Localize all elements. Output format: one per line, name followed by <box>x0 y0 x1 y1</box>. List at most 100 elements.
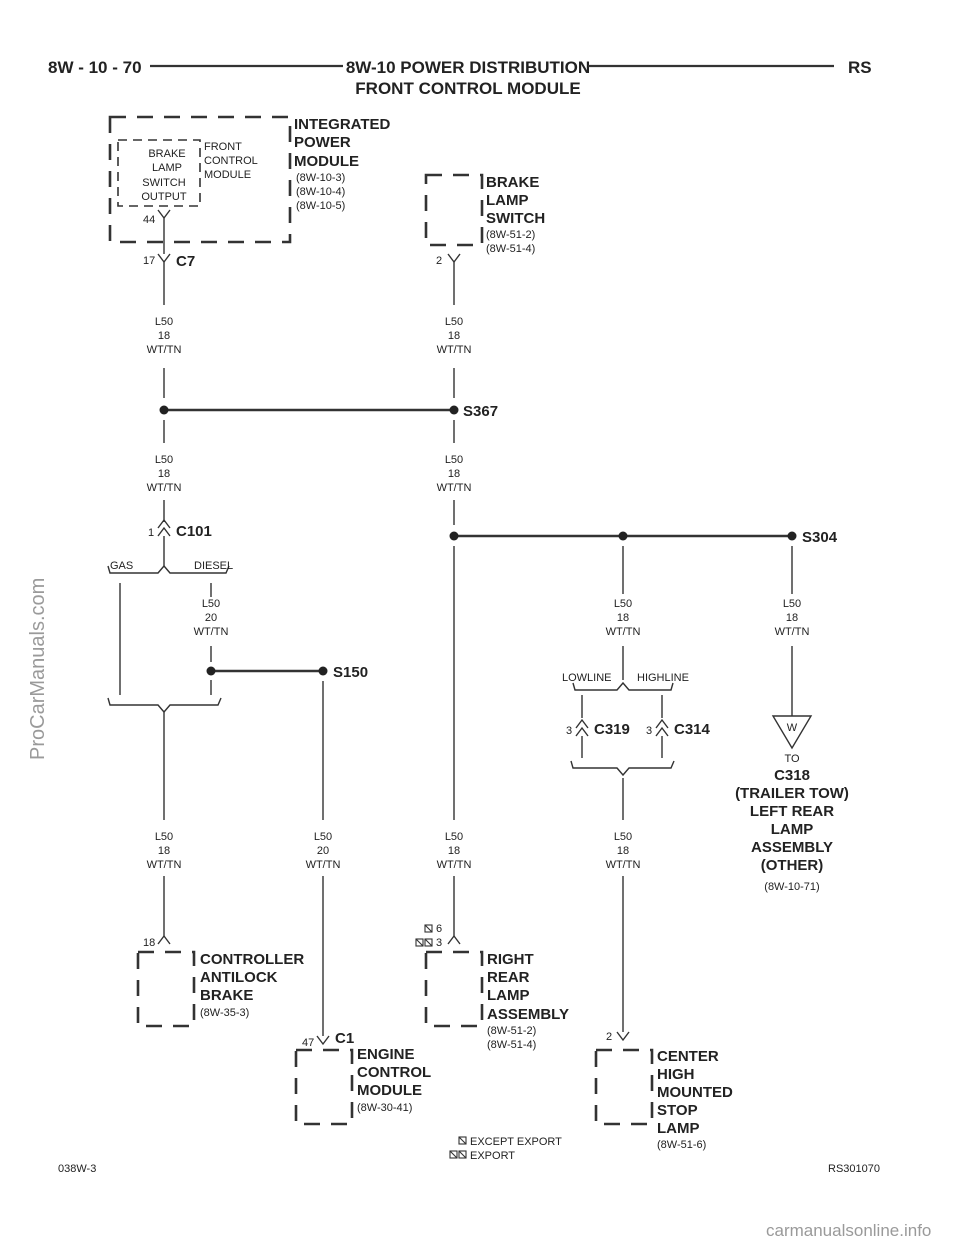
ecm-name-line2: CONTROL <box>357 1064 431 1081</box>
gas-diesel-bracket-bottom <box>107 697 222 714</box>
option-gas: GAS <box>110 560 133 572</box>
s150-node-right <box>318 666 328 676</box>
footer-right-code: RS301070 <box>828 1163 880 1175</box>
c1-connector-symbol <box>316 1035 330 1046</box>
chmsl-name-line1: CENTER <box>657 1048 719 1065</box>
c319-connector-upper <box>575 718 589 729</box>
chmsl-name-line4: STOP <box>657 1102 698 1119</box>
option-highline: HIGHLINE <box>637 672 689 684</box>
c101-connector-lower <box>157 526 171 537</box>
cab-ref: (8W-35-3) <box>200 1007 249 1019</box>
c101-pin: 1 <box>148 527 154 539</box>
fcm-pin-terminal <box>157 209 171 220</box>
trailer-line4: LAMP <box>771 821 814 838</box>
wire8-gauge: 18 <box>448 845 460 857</box>
wire7-color: WT/TN <box>147 859 182 871</box>
wire4-color: WT/TN <box>437 482 472 494</box>
c7-pin: 17 <box>143 255 155 267</box>
wire2-gauge: 18 <box>448 330 460 342</box>
s367-node-left <box>159 405 169 415</box>
bls-output-line1: BRAKE <box>148 148 185 160</box>
wire11-gauge: 18 <box>786 612 798 624</box>
c319-label: C319 <box>594 721 630 738</box>
legend-except-export: EXCEPT EXPORT <box>470 1136 562 1148</box>
rrl-name-line3: LAMP <box>487 987 530 1004</box>
s150-node-left <box>206 666 216 676</box>
trailer-line2: (TRAILER TOW) <box>735 785 849 802</box>
ipm-name-line2: POWER <box>294 134 351 151</box>
page-title: 8W-10 POWER DISTRIBUTION <box>346 58 590 77</box>
c314-connector-upper <box>655 718 669 729</box>
wire4-gauge: 18 <box>448 468 460 480</box>
cab-pin: 18 <box>143 937 155 949</box>
cab-connector-symbol <box>157 934 171 945</box>
s304-node-right <box>787 531 797 541</box>
fcm-label-line2: CONTROL <box>204 155 258 167</box>
wire5-circuit: L50 <box>202 598 220 610</box>
bls-name-line1: BRAKE <box>486 174 539 191</box>
footer-left-code: 038W-3 <box>58 1163 96 1175</box>
lowline-highline-bracket-top <box>572 681 674 691</box>
cab-name-line3: BRAKE <box>200 987 253 1004</box>
wire1-circuit: L50 <box>155 316 173 328</box>
chmsl-name-line2: HIGH <box>657 1066 695 1083</box>
chmsl-outline <box>594 1048 654 1126</box>
chmsl-name-line3: MOUNTED <box>657 1084 733 1101</box>
bls-output-line4: OUTPUT <box>141 191 187 203</box>
legend-marker-export <box>449 1150 467 1159</box>
bls-ref-1: (8W-51-2) <box>486 229 535 241</box>
trailer-flag-triangle <box>771 715 813 750</box>
s304-node-left <box>449 531 459 541</box>
c314-pin: 3 <box>646 725 652 737</box>
rrl-pin-except-export: 6 <box>436 923 442 935</box>
page-subtitle: FRONT CONTROL MODULE <box>355 79 580 98</box>
ecm-name-line1: ENGINE <box>357 1046 415 1063</box>
legend-export: EXPORT <box>470 1150 515 1162</box>
bls-output-line3: SWITCH <box>142 177 185 189</box>
option-lowline: LOWLINE <box>562 672 612 684</box>
ipm-name-line3: MODULE <box>294 153 359 170</box>
rrl-pin-export: 3 <box>436 937 442 949</box>
rrl-ref-1: (8W-51-2) <box>487 1025 536 1037</box>
trailer-flag-letter: W <box>787 722 798 734</box>
chmsl-name-line5: LAMP <box>657 1120 700 1137</box>
rrl-name-line4: ASSEMBLY <box>487 1006 569 1023</box>
wire11-circuit: L50 <box>783 598 801 610</box>
trailer-line5: ASSEMBLY <box>751 839 833 856</box>
ecm-outline <box>294 1048 354 1126</box>
wire4-circuit: L50 <box>445 454 463 466</box>
legend-marker-except-export <box>458 1136 467 1145</box>
rrl-pin-markers <box>415 924 433 947</box>
bls-pin: 2 <box>436 255 442 267</box>
watermark-left: ProCarManuals.com <box>27 578 49 760</box>
bls-ref-2: (8W-51-4) <box>486 243 535 255</box>
wire5-gauge: 20 <box>205 612 217 624</box>
c314-connector-lower <box>655 726 669 737</box>
wire9-gauge: 20 <box>317 845 329 857</box>
option-diesel: DIESEL <box>194 560 233 572</box>
wire10-circuit: L50 <box>614 831 632 843</box>
wire2-color: WT/TN <box>437 344 472 356</box>
chmsl-connector-symbol <box>616 1031 630 1042</box>
c319-connector-lower <box>575 726 589 737</box>
cab-name-line1: CONTROLLER <box>200 951 304 968</box>
c7-label: C7 <box>176 253 195 270</box>
c1-pin: 47 <box>302 1037 314 1049</box>
chmsl-ref: (8W-51-6) <box>657 1139 706 1151</box>
cab-outline <box>136 950 196 1028</box>
rrl-outline <box>424 950 484 1028</box>
page-number: 8W - 10 - 70 <box>48 58 142 77</box>
ipm-ref-1: (8W-10-3) <box>296 172 345 184</box>
ipm-outline <box>108 115 292 244</box>
bls-output-line2: LAMP <box>152 162 182 174</box>
wire1-color: WT/TN <box>147 344 182 356</box>
bls-connector-symbol <box>447 253 461 264</box>
c319-pin: 3 <box>566 725 572 737</box>
trailer-line3: LEFT REAR <box>750 803 834 820</box>
ipm-ref-3: (8W-10-5) <box>296 200 345 212</box>
gas-diesel-bracket-top <box>107 564 230 574</box>
trailer-to: TO <box>784 753 800 765</box>
wire7-gauge: 18 <box>158 845 170 857</box>
wire10-gauge: 18 <box>617 845 629 857</box>
